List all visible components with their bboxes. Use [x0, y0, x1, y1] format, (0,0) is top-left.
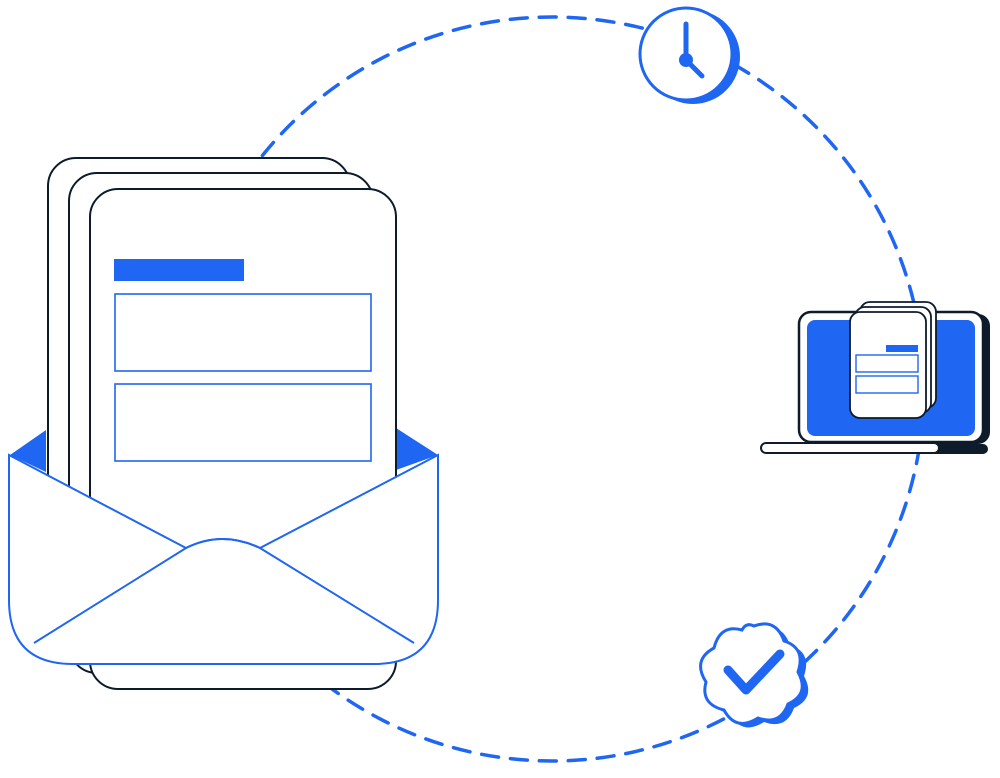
mini-document-stack: [849, 301, 937, 419]
laptop-icon: [760, 301, 990, 454]
verified-badge-icon: [699, 622, 809, 728]
clock-icon: [638, 6, 740, 104]
document-field-1: [114, 293, 372, 372]
document-field-2: [114, 383, 372, 462]
open-envelope-icon: [8, 157, 439, 690]
document-stack-icon: [47, 157, 397, 690]
document-heading-bar: [114, 259, 244, 281]
